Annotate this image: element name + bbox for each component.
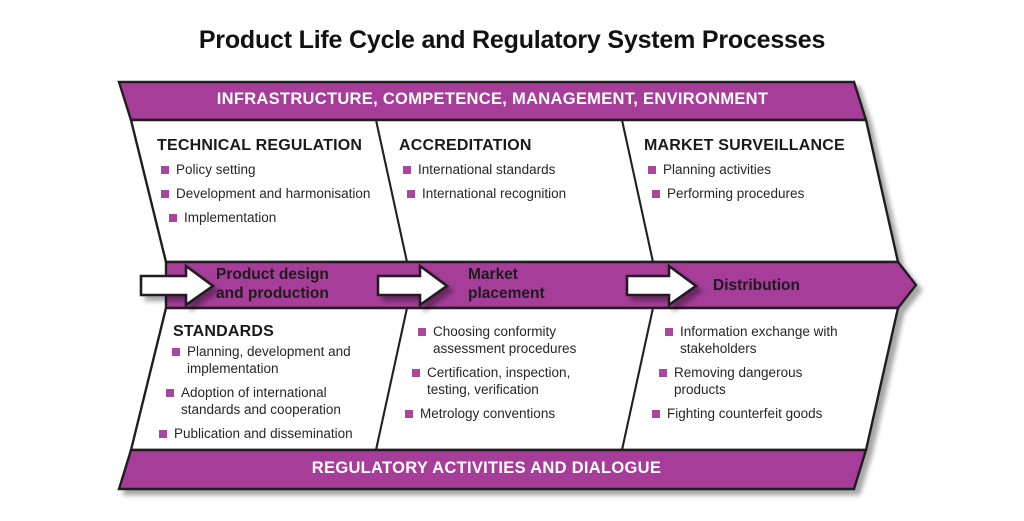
list-item: Policy setting bbox=[161, 161, 371, 178]
page-title: Product Life Cycle and Regulatory System… bbox=[198, 26, 826, 54]
list-item: Planning, development and implementation bbox=[159, 343, 364, 377]
bottom-band-shape bbox=[117, 448, 868, 491]
bullet-square-icon bbox=[648, 165, 656, 174]
list-item: International standards bbox=[403, 161, 613, 178]
right-arrow-icon-1 bbox=[139, 263, 216, 308]
bottom-column-list-2: Choosing conformity assessment procedure… bbox=[405, 323, 585, 429]
top-column-heading-3: MARKET SURVEILLANCE bbox=[644, 137, 845, 154]
process-step-label-3: Distribution bbox=[713, 277, 800, 294]
bottom-column-list-3: Information exchange with stakeholders R… bbox=[652, 323, 857, 429]
bullet-square-icon bbox=[403, 165, 411, 174]
list-item: Performing procedures bbox=[648, 185, 863, 202]
top-column-heading-1: TECHNICAL REGULATION bbox=[157, 137, 363, 154]
list-item: Certification, inspection, testing, veri… bbox=[405, 364, 585, 398]
process-step-label-2: Market placement bbox=[468, 266, 545, 302]
list-item: Adoption of international standards and … bbox=[159, 384, 364, 418]
top-column-heading-2: ACCREDITATION bbox=[399, 137, 532, 154]
bullet-square-icon bbox=[418, 327, 426, 336]
list-item: International recognition bbox=[403, 185, 613, 202]
bottom-column-list-1: Planning, development and implementation… bbox=[159, 343, 364, 449]
list-item: Metrology conventions bbox=[405, 405, 585, 422]
process-step-label-1: Product design and production bbox=[216, 266, 329, 302]
bullet-square-icon bbox=[652, 409, 660, 418]
list-item: Information exchange with stakeholders bbox=[652, 323, 857, 357]
bullet-square-icon bbox=[412, 368, 420, 377]
list-item: Fighting counterfeit goods bbox=[652, 405, 857, 422]
bullet-square-icon bbox=[665, 327, 673, 336]
bottom-column-heading-1: STANDARDS bbox=[173, 323, 275, 340]
bullet-square-icon bbox=[159, 429, 167, 438]
bullet-square-icon bbox=[169, 213, 177, 222]
top-column-list-3: Planning activities Performing procedure… bbox=[648, 161, 863, 209]
bullet-square-icon bbox=[161, 165, 169, 174]
bullet-square-icon bbox=[659, 368, 667, 377]
bullet-square-icon bbox=[405, 409, 413, 418]
bullet-square-icon bbox=[161, 189, 169, 198]
lower-divider-2 bbox=[620, 307, 655, 451]
list-item: Choosing conformity assessment procedure… bbox=[405, 323, 585, 357]
list-item: Publication and dissemination bbox=[159, 425, 364, 442]
bullet-square-icon bbox=[166, 388, 174, 397]
list-item: Development and harmonisation bbox=[161, 185, 371, 202]
list-item: Implementation bbox=[161, 209, 371, 226]
middle-band-shape bbox=[164, 260, 918, 310]
lower-divider-1 bbox=[374, 307, 409, 451]
bullet-square-icon bbox=[407, 189, 415, 198]
bottom-band-label: REGULATORY ACTIVITIES AND DIALOGUE bbox=[311, 459, 662, 477]
upper-divider-2 bbox=[620, 119, 655, 263]
top-column-list-1: Policy setting Development and harmonisa… bbox=[161, 161, 371, 233]
right-arrow-icon-3 bbox=[625, 263, 699, 308]
bullet-square-icon bbox=[172, 347, 180, 356]
upper-divider-1 bbox=[374, 119, 409, 263]
top-column-list-2: International standards International re… bbox=[403, 161, 613, 209]
bullet-square-icon bbox=[652, 189, 660, 198]
list-item: Removing dangerous products bbox=[652, 364, 857, 398]
top-band-label: INFRASTRUCTURE, COMPETENCE, MANAGEMENT, … bbox=[216, 90, 769, 108]
right-arrow-icon-2 bbox=[376, 263, 450, 308]
list-item: Planning activities bbox=[648, 161, 863, 178]
